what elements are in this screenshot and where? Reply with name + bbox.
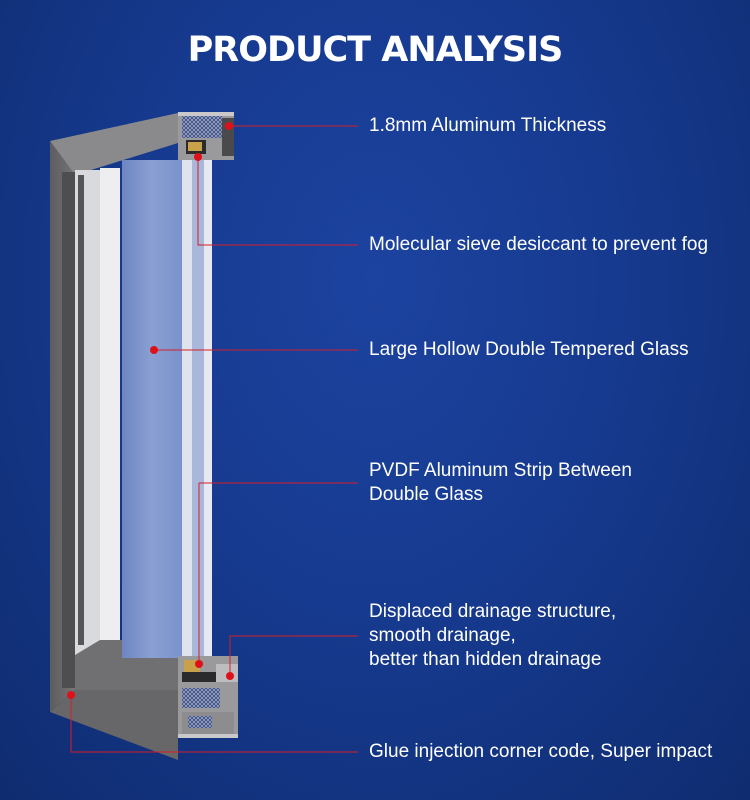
- top-profile: [178, 112, 234, 160]
- label-drainage: Displaced drainage structure, smooth dra…: [369, 601, 617, 670]
- marker-corner: [67, 691, 75, 699]
- marker-desiccant: [194, 153, 202, 161]
- marker-glass: [150, 346, 158, 354]
- outer-frame: [50, 113, 178, 760]
- page-title: PRODUCT ANALYSIS: [187, 30, 564, 70]
- markers: [67, 122, 234, 699]
- label-corner: Glue injection corner code, Super impact: [369, 741, 713, 762]
- leader-line-desiccant: [197, 157, 358, 246]
- leader-lines: [70, 125, 358, 753]
- double-glass: [122, 158, 212, 658]
- marker-thickness: [225, 122, 233, 130]
- label-glass: Large Hollow Double Tempered Glass: [369, 339, 689, 360]
- inner-sash: [75, 168, 178, 690]
- marker-drainage: [226, 672, 234, 680]
- marker-strip: [195, 660, 203, 668]
- label-strip: PVDF Aluminum Strip Between Double Glass: [369, 460, 632, 505]
- bottom-profile: [178, 656, 238, 738]
- label-desiccant: Molecular sieve desiccant to prevent fog: [369, 234, 709, 255]
- leader-line-corner: [70, 695, 358, 753]
- label-thickness: 1.8mm Aluminum Thickness: [369, 115, 607, 136]
- leader-line-drainage: [229, 635, 358, 676]
